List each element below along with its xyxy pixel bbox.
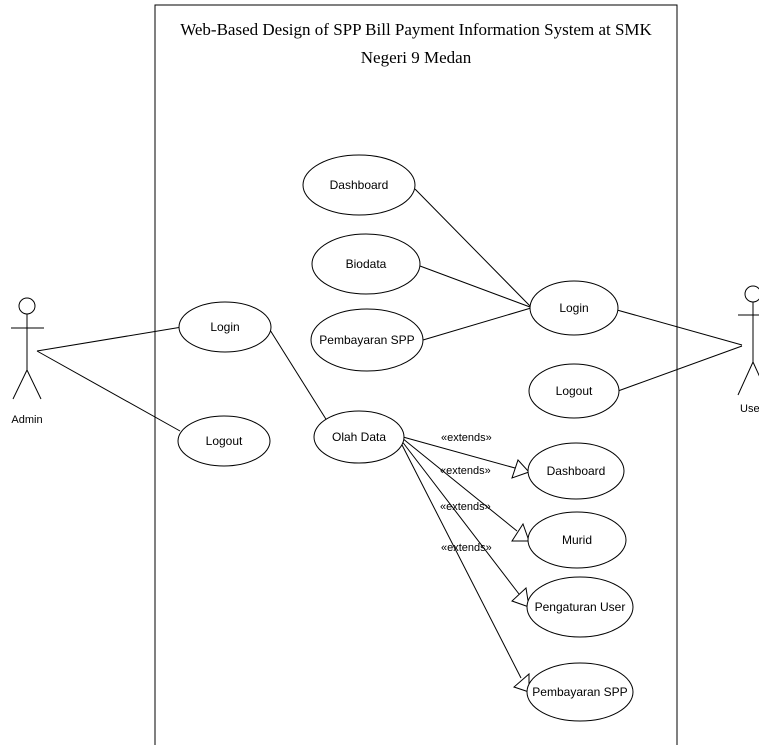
use-case-user-logout-label: Logout xyxy=(556,384,593,398)
use-case-admin-logout-shape xyxy=(177,415,271,467)
assoc-admin-login xyxy=(36,326,183,352)
use-case-biodata-shape xyxy=(311,233,421,295)
user-leg-right xyxy=(752,361,759,377)
admin-head xyxy=(18,297,36,315)
use-case-olah-data-shape xyxy=(313,410,405,464)
use-case-pembayaran-spp-shape xyxy=(310,308,424,372)
extend-line-murid xyxy=(401,437,518,532)
use-case-ext-pengaturan-user-shape xyxy=(526,576,634,638)
admin-label: Admin xyxy=(11,414,42,426)
admin-leg-left xyxy=(12,369,28,400)
extend-arrow-murid xyxy=(511,522,530,542)
assoc-admin-logout xyxy=(36,350,181,432)
extend-label-3: «extends» xyxy=(440,501,491,513)
system-title-line1: Web-Based Design of SPP Bill Payment Inf… xyxy=(180,20,652,39)
use-case-ext-murid-shape xyxy=(527,511,627,569)
use-case-user-logout[interactable]: Logout xyxy=(528,363,620,419)
associations xyxy=(36,188,743,432)
use-case-admin-login-label: Login xyxy=(210,320,239,334)
use-case-ext-pengaturan-user[interactable]: Pengaturan User xyxy=(526,576,634,638)
use-case-olah-data-label: Olah Data xyxy=(332,430,386,444)
use-case-user-login-shape xyxy=(529,280,619,336)
extend-line-pengaturan xyxy=(400,439,520,595)
use-case-ext-dashboard-label: Dashboard xyxy=(547,464,606,478)
use-case-user-login[interactable]: Login xyxy=(529,280,619,336)
use-case-dashboard[interactable]: Dashboard xyxy=(302,154,416,216)
use-case-ext-murid[interactable]: Murid xyxy=(527,511,627,569)
use-case-ext-murid-label: Murid xyxy=(562,533,592,547)
use-case-dashboard-label: Dashboard xyxy=(330,178,389,192)
actor-admin: Admin xyxy=(11,297,44,426)
extend-relations: «extends» «extends» «extends» «extends» xyxy=(399,432,530,693)
extend-label-4: «extends» xyxy=(441,542,492,554)
user-leg-left xyxy=(737,361,754,396)
extend-arrow-dashboard xyxy=(511,459,530,479)
admin-leg-right xyxy=(26,369,42,400)
extend-label-2: «extends» xyxy=(440,465,491,477)
use-case-biodata-label: Biodata xyxy=(346,257,387,271)
use-case-pembayaran-spp-label: Pembayaran SPP xyxy=(319,333,414,347)
use-case-ext-pengaturan-user-label: Pengaturan User xyxy=(535,600,626,614)
use-case-ext-pembayaran-spp-shape xyxy=(526,662,634,722)
system-boundary xyxy=(154,4,678,745)
use-case-user-logout-shape xyxy=(528,363,620,419)
user-label: User xyxy=(740,403,759,415)
extend-arrow-pengaturan xyxy=(511,586,530,608)
use-case-ext-pembayaran-spp-label: Pembayaran SPP xyxy=(532,685,627,699)
use-case-admin-logout[interactable]: Logout xyxy=(177,415,271,467)
system-title-line2: Negeri 9 Medan xyxy=(361,48,472,67)
assoc-login-user xyxy=(616,309,743,346)
assoc-dashboard-login xyxy=(414,188,531,307)
extend-line-pembayaran xyxy=(399,440,522,679)
use-case-ext-dashboard-shape xyxy=(527,442,625,500)
extend-label-1: «extends» xyxy=(441,432,492,444)
use-case-ext-dashboard[interactable]: Dashboard xyxy=(527,442,625,500)
use-case-admin-login-shape xyxy=(178,301,272,353)
use-case-ext-pembayaran-spp[interactable]: Pembayaran SPP xyxy=(526,662,634,722)
use-case-admin-logout-label: Logout xyxy=(206,434,243,448)
actor-user: User xyxy=(737,285,759,415)
extend-line-dashboard xyxy=(402,436,516,469)
assoc-biodata-login xyxy=(419,265,531,308)
assoc-pembayaran-login xyxy=(422,307,532,341)
assoc-logout-user xyxy=(617,345,743,392)
use-case-dashboard-shape xyxy=(302,154,416,216)
assoc-login-olahdata xyxy=(269,329,330,425)
use-case-admin-login[interactable]: Login xyxy=(178,301,272,353)
use-case-pembayaran-spp[interactable]: Pembayaran SPP xyxy=(310,308,424,372)
user-head xyxy=(744,285,759,303)
use-case-olah-data[interactable]: Olah Data xyxy=(313,410,405,464)
use-case-biodata[interactable]: Biodata xyxy=(311,233,421,295)
use-case-user-login-label: Login xyxy=(559,301,588,315)
